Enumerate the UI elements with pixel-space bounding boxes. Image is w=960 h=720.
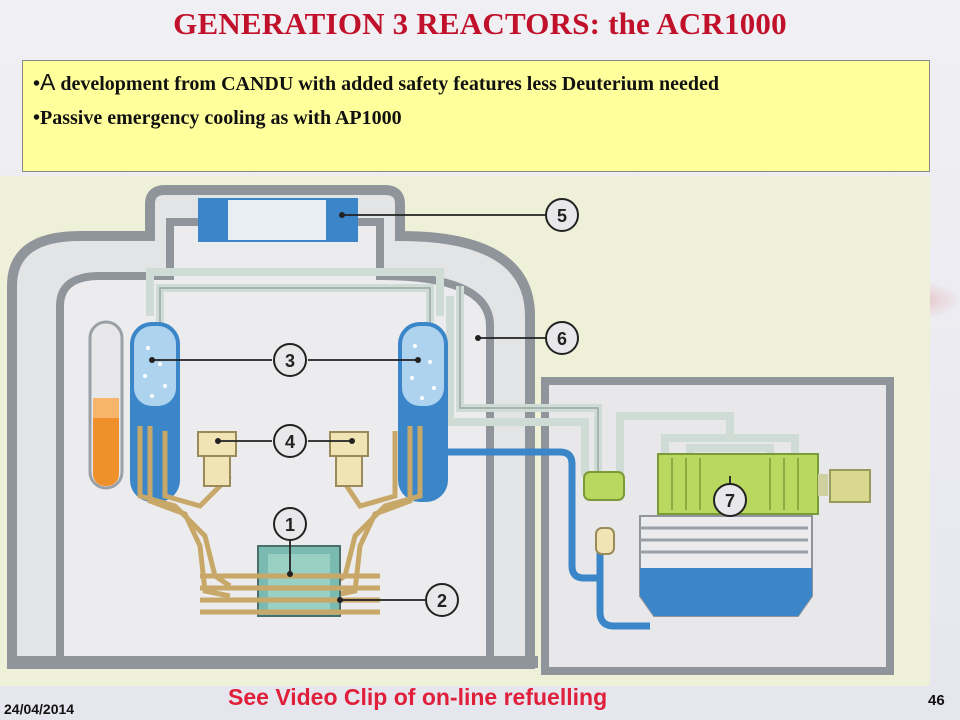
page-number: 46	[928, 692, 945, 709]
generator	[829, 469, 871, 503]
pump-left	[197, 431, 237, 487]
reactor-diagram: 5 6 3 4 1 2 7	[0, 176, 930, 686]
condenser	[595, 515, 813, 617]
callout-7: 7	[713, 483, 747, 517]
top-water-tank	[198, 198, 358, 242]
callout-leaders	[152, 214, 731, 601]
callout-number: 7	[725, 491, 735, 511]
callout-dots	[149, 212, 481, 603]
feedwater-loop	[435, 448, 650, 630]
bullet-lead-letter: A	[40, 69, 56, 95]
callout-number: 4	[285, 432, 295, 452]
bullet-text: Passive emergency cooling as with AP1000	[40, 107, 402, 129]
callout-5: 5	[545, 198, 579, 232]
bullet-box: •A development from CANDU with added saf…	[22, 60, 930, 172]
callout-number: 5	[557, 206, 567, 226]
slide-date: 24/04/2014	[4, 701, 75, 717]
reactor-core	[200, 545, 380, 617]
callout-1: 1	[273, 507, 307, 541]
video-clip-link[interactable]: See Video Clip of on-line refuelling	[228, 684, 608, 710]
pump-right	[329, 431, 369, 487]
bullet-marker: •	[33, 107, 41, 129]
callout-4: 4	[273, 424, 307, 458]
callout-3: 3	[273, 343, 307, 377]
slide-title: GENERATION 3 REACTORS: the ACR1000	[173, 6, 787, 41]
callout-number: 3	[285, 351, 295, 371]
pressurizer	[88, 320, 124, 490]
steam-pipes-outline	[159, 286, 599, 476]
bullet-item: •Passive emergency cooling as with AP100…	[33, 103, 919, 133]
callout-number: 1	[285, 515, 295, 535]
bullet-text: development from CANDU with added safety…	[55, 73, 719, 95]
callout-2: 2	[425, 583, 459, 617]
callout-6: 6	[545, 321, 579, 355]
bullet-marker: •	[33, 73, 41, 95]
callout-number: 2	[437, 591, 447, 611]
callout-number: 6	[557, 329, 567, 349]
steam-generator-right	[398, 322, 448, 502]
bullet-item: •A development from CANDU with added saf…	[33, 67, 919, 99]
